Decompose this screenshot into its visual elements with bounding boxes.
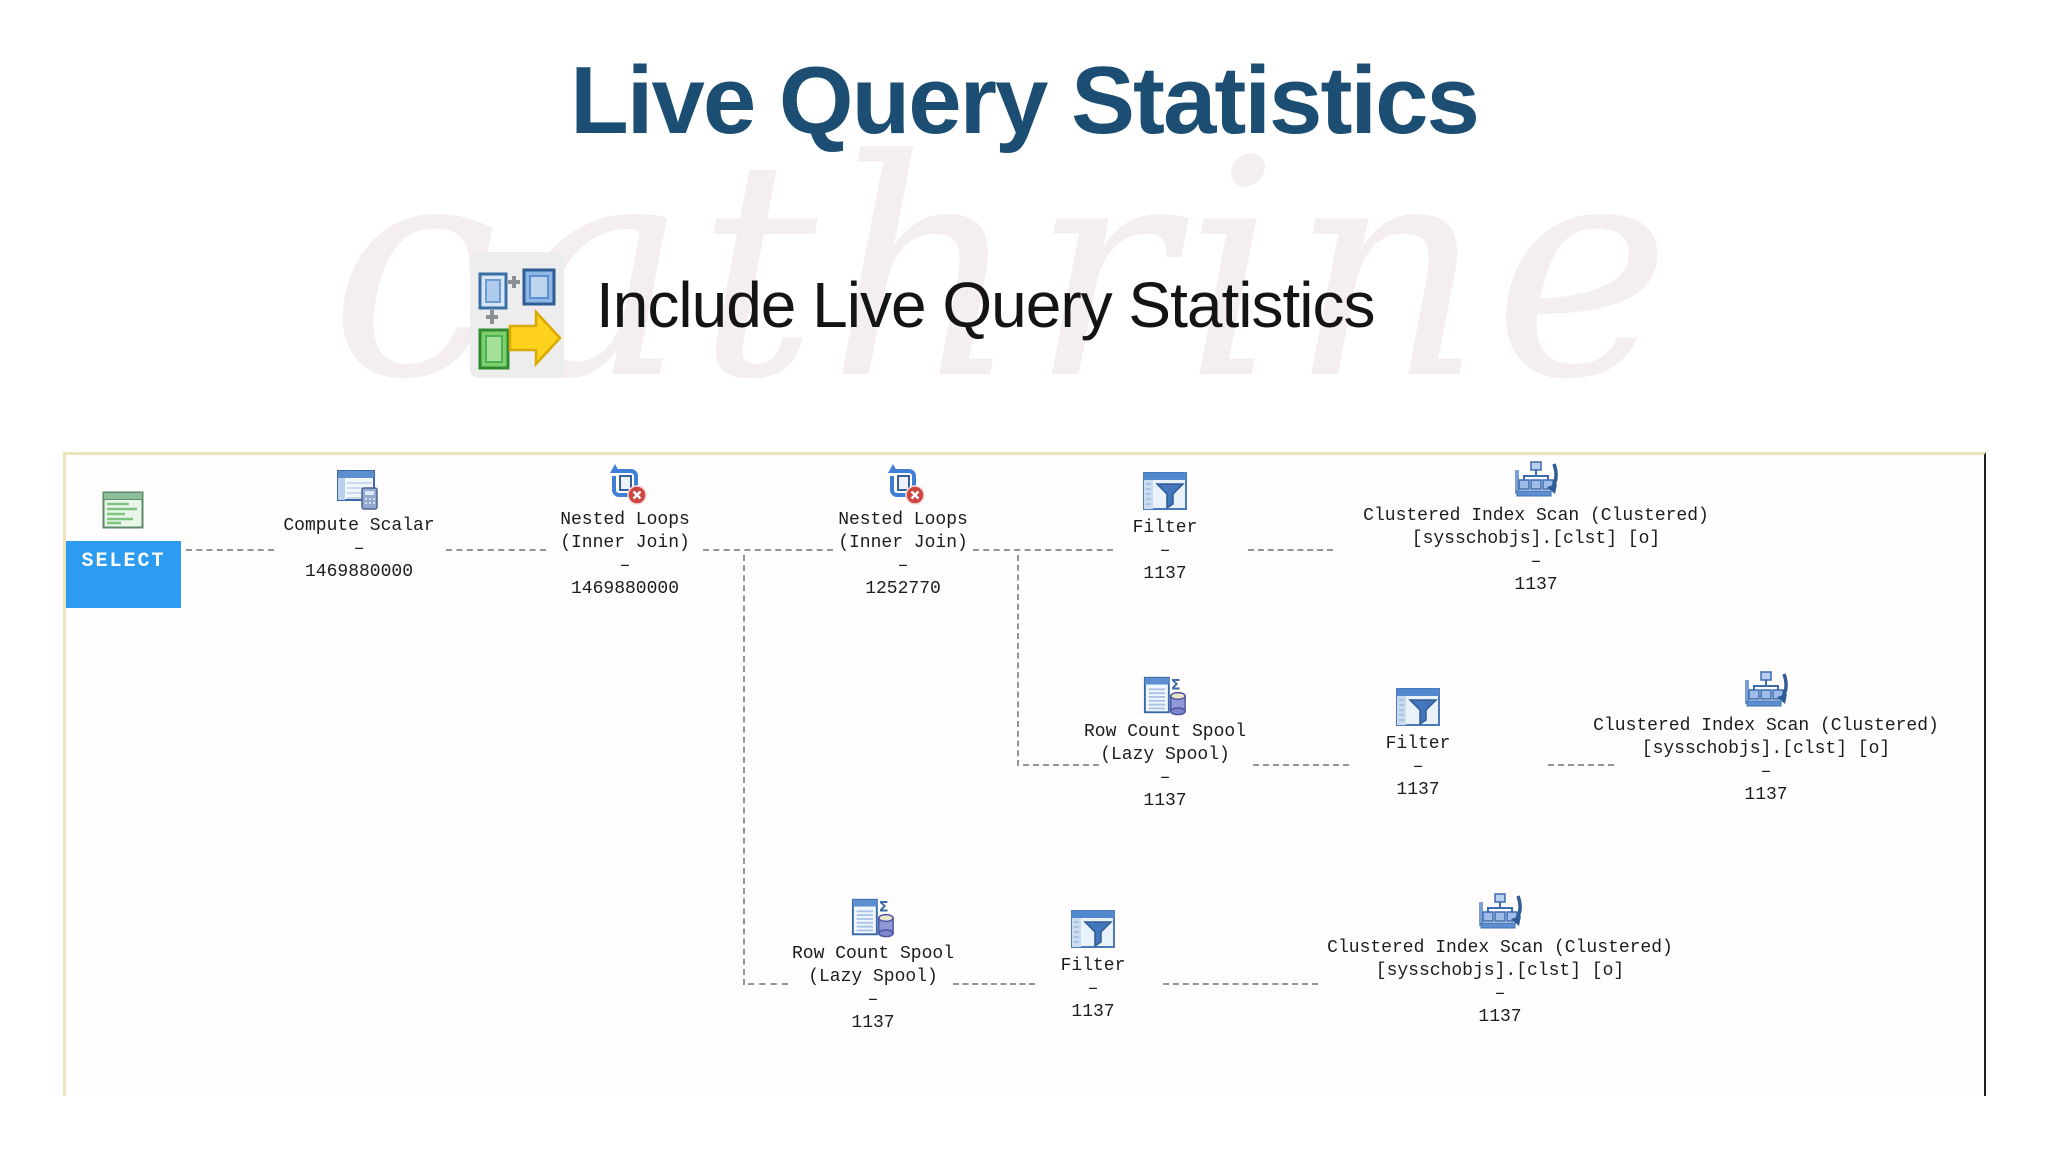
plan-node-filter-2[interactable]: Filter – 1137 <box>1358 685 1478 802</box>
plan-connector <box>748 983 788 985</box>
clustered-index-scan-icon <box>1546 667 1986 715</box>
clustered-index-scan-icon <box>1270 889 1730 937</box>
plan-connector <box>1023 764 1099 766</box>
nested-loops-icon <box>535 461 715 509</box>
plan-node-clustered-index-scan-2[interactable]: Clustered Index Scan (Clustered) [syssch… <box>1546 667 1986 807</box>
row-count-spool-icon <box>763 895 983 943</box>
plan-connector <box>973 549 1113 551</box>
plan-connector <box>743 555 745 985</box>
include-live-query-statistics-icon[interactable] <box>470 252 564 383</box>
plan-connector <box>1248 549 1333 551</box>
result-table-icon <box>102 491 144 534</box>
filter-icon <box>1105 469 1225 517</box>
plan-connector <box>446 549 546 551</box>
filter-icon <box>1358 685 1478 733</box>
plan-node-filter-1[interactable]: Filter – 1137 <box>1105 469 1225 586</box>
subtitle-label: Include Live Query Statistics <box>596 269 1375 341</box>
nested-loops-icon <box>813 461 993 509</box>
plan-node-filter-3[interactable]: Filter – 1137 <box>1033 907 1153 1024</box>
row-count-spool-icon <box>1055 673 1275 721</box>
plan-connector <box>1548 764 1614 766</box>
plan-node-nested-loops-1[interactable]: Nested Loops (Inner Join) – 1469880000 <box>535 461 715 601</box>
plan-connector <box>953 983 1035 985</box>
filter-icon <box>1033 907 1153 955</box>
plan-node-row-count-spool-2[interactable]: Row Count Spool (Lazy Spool) – 1137 <box>763 895 983 1035</box>
plan-node-nested-loops-2[interactable]: Nested Loops (Inner Join) – 1252770 <box>813 461 993 601</box>
clustered-index-scan-icon <box>1306 457 1766 505</box>
plan-node-select[interactable]: SELECT <box>66 541 181 608</box>
plan-connector <box>1017 555 1019 766</box>
plan-connector <box>1253 764 1349 766</box>
execution-plan-panel: SELECT Compute Scalar – 1469880000 Neste… <box>63 452 1986 1096</box>
plan-node-row-count-spool-1[interactable]: Row Count Spool (Lazy Spool) – 1137 <box>1055 673 1275 813</box>
compute-scalar-icon <box>259 467 459 515</box>
plan-node-clustered-index-scan-3[interactable]: Clustered Index Scan (Clustered) [syssch… <box>1270 889 1730 1029</box>
plan-connector <box>186 549 274 551</box>
plan-node-clustered-index-scan-1[interactable]: Clustered Index Scan (Clustered) [syssch… <box>1306 457 1766 597</box>
plan-connector <box>1163 983 1318 985</box>
plan-connector <box>703 549 833 551</box>
plan-node-compute-scalar[interactable]: Compute Scalar – 1469880000 <box>259 467 459 584</box>
page-title: Live Query Statistics <box>570 47 1480 154</box>
